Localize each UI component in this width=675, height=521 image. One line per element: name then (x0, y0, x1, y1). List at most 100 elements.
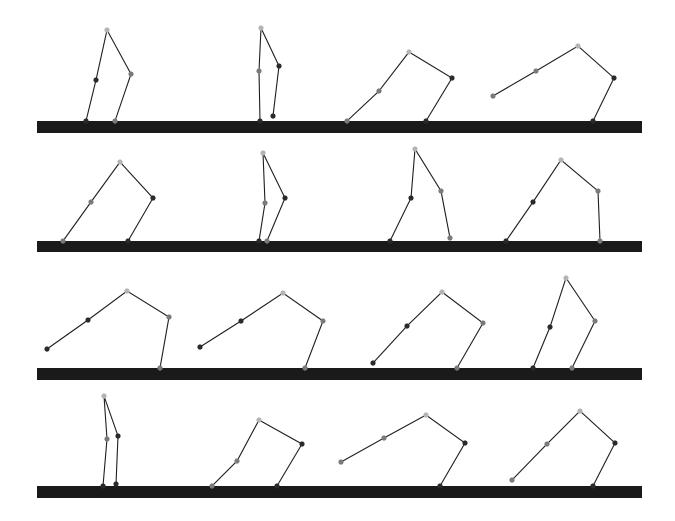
joint-marker (113, 481, 119, 487)
stick-figure-frame-2 (197, 290, 326, 371)
joint-marker (462, 440, 468, 446)
joint-marker (197, 344, 203, 350)
leg-segments (46, 290, 170, 369)
joint-marker (276, 63, 282, 69)
joint-marker (274, 483, 280, 489)
stick-figure-frame-4 (503, 157, 603, 244)
leg-segments (492, 45, 615, 122)
stick-figure-frame-1 (44, 288, 172, 371)
leg-segments (532, 276, 596, 369)
joint-marker (88, 199, 94, 205)
leg-segments (340, 414, 466, 487)
leg-segments (258, 152, 286, 242)
leg-segments (62, 161, 154, 242)
joint-marker (454, 365, 460, 371)
joint-marker (439, 289, 445, 295)
joint-marker (611, 75, 617, 81)
joint-marker (150, 195, 156, 201)
joint-marker (166, 314, 172, 320)
joint-marker (437, 483, 443, 489)
joint-marker (115, 433, 121, 439)
joint-marker (112, 118, 118, 124)
joint-marker (85, 317, 91, 323)
joint-marker (370, 360, 376, 366)
joint-marker (592, 318, 598, 324)
joint-marker (547, 324, 553, 330)
stick-figure-frame-2 (209, 417, 305, 489)
joint-marker (449, 75, 455, 81)
joint-marker (408, 195, 414, 201)
joint-marker (299, 441, 305, 447)
stick-figure-frame-3 (344, 49, 455, 124)
stick-figure-frame-4 (509, 408, 618, 489)
joint-marker (423, 118, 429, 124)
joint-marker (490, 93, 496, 99)
joint-marker (438, 188, 444, 194)
walking-phase-row-3 (37, 275, 642, 380)
stick-figure-frame-1 (60, 159, 156, 244)
joint-marker (544, 441, 550, 447)
joint-marker (338, 459, 344, 465)
joint-marker (590, 483, 596, 489)
joint-marker (558, 157, 564, 163)
stick-figure-frame-1 (100, 393, 121, 489)
joint-marker (530, 365, 536, 371)
walking-phase-row-4 (37, 393, 642, 498)
joint-marker (612, 440, 618, 446)
joint-marker (270, 113, 276, 119)
joint-marker (320, 318, 326, 324)
joint-marker (447, 235, 453, 241)
joint-marker (234, 458, 240, 464)
joint-marker (595, 188, 601, 194)
joint-marker (509, 477, 515, 483)
joint-marker (209, 483, 215, 489)
walking-phase-row-2 (37, 146, 642, 252)
joint-marker (83, 118, 89, 124)
stick-figure-frame-4 (530, 275, 598, 371)
stick-figure-frame-3 (370, 289, 486, 371)
leg-segments (102, 395, 119, 487)
joint-marker (256, 417, 262, 423)
stick-figure-frame-3 (387, 146, 453, 244)
leg-segments (389, 147, 451, 242)
joint-marker (262, 200, 268, 206)
joint-marker (376, 88, 382, 94)
leg-segments (372, 291, 484, 369)
ground-bar (37, 121, 642, 133)
ground-bar (37, 486, 642, 498)
joint-marker (404, 323, 410, 329)
joint-marker (104, 436, 110, 442)
joint-marker (125, 238, 131, 244)
leg-segments (505, 159, 601, 242)
joint-marker (423, 412, 429, 418)
joint-marker (257, 118, 263, 124)
joint-marker (124, 288, 130, 294)
joint-marker (412, 146, 418, 152)
joint-marker (128, 71, 134, 77)
joint-marker (590, 118, 596, 124)
stick-figure-frame-4 (490, 43, 617, 124)
stick-figure-frame-2 (256, 25, 282, 124)
joint-marker (258, 25, 264, 31)
joint-marker (530, 199, 536, 205)
leg-segments (85, 28, 132, 122)
leg-segments (199, 292, 324, 369)
stick-figure-frame-3 (338, 412, 468, 489)
joint-marker (569, 365, 575, 371)
joint-marker (264, 238, 270, 244)
joint-marker (44, 346, 50, 352)
joint-marker (575, 43, 581, 49)
leg-segments (258, 27, 280, 122)
ground-bar (37, 241, 642, 252)
stick-figure-frame-1 (83, 27, 134, 124)
joint-marker (256, 68, 262, 74)
joint-marker (280, 290, 286, 296)
joint-marker (577, 408, 583, 414)
joint-marker (238, 318, 244, 324)
joint-marker (533, 68, 539, 74)
joint-marker (563, 275, 569, 281)
joint-marker (597, 238, 603, 244)
joint-marker (60, 238, 66, 244)
joint-marker (503, 238, 509, 244)
